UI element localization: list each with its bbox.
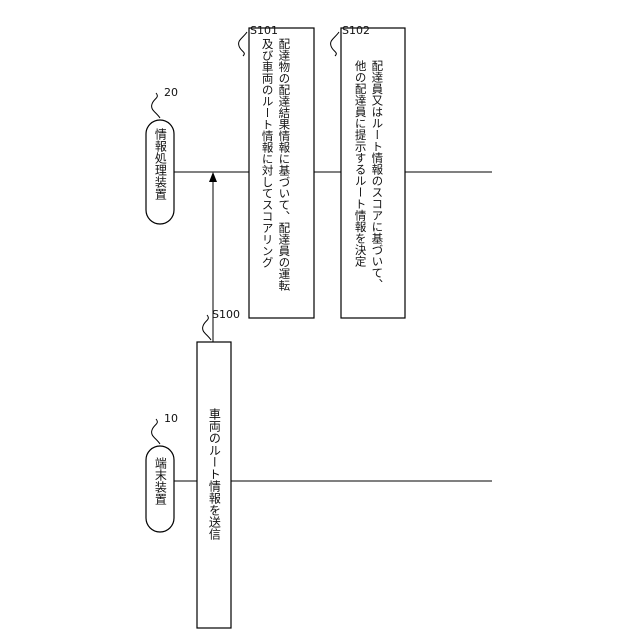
terminal-ref-leader xyxy=(152,419,160,444)
step-S101-line-2: 及び車両のルート情報に対してスコアリング xyxy=(261,38,275,268)
terminal-ref-number: 10 xyxy=(164,412,178,425)
server-actor-label: 情報処理装置 xyxy=(151,128,168,218)
step-S102-ref-leader xyxy=(331,32,339,56)
step-S101-line-1: 配達物の配達結果情報に基づいて、配達員の運転 xyxy=(277,38,291,291)
step-S101-text: 配達物の配達結果情報に基づいて、配達員の運転 及び車両のルート情報に対してスコア… xyxy=(259,38,292,310)
step-S102-line-2: 他の配達員に提示するルート情報を決定 xyxy=(354,60,368,267)
step-S100-line-1: 車両のルート情報を送信 xyxy=(207,408,221,540)
arrowhead xyxy=(209,172,217,182)
step-S101-ref-leader xyxy=(239,32,247,56)
step-S100-text: 車両のルート情報を送信 xyxy=(205,408,222,618)
step-S102-text: 配達員又はルート情報のスコアに基づいて、 他の配達員に提示するルート情報を決定 xyxy=(352,60,385,310)
server-ref-leader xyxy=(152,93,160,118)
step-S102-id: S102 xyxy=(342,24,370,37)
terminal-actor-label: 端末装置 xyxy=(151,457,168,527)
server-ref-number: 20 xyxy=(164,86,178,99)
step-S101-id: S101 xyxy=(250,24,278,37)
step-S100-id: S100 xyxy=(212,308,240,321)
step-S102-line-1: 配達員又はルート情報のスコアに基づいて、 xyxy=(370,60,384,290)
step-S100-ref-leader xyxy=(203,315,211,340)
